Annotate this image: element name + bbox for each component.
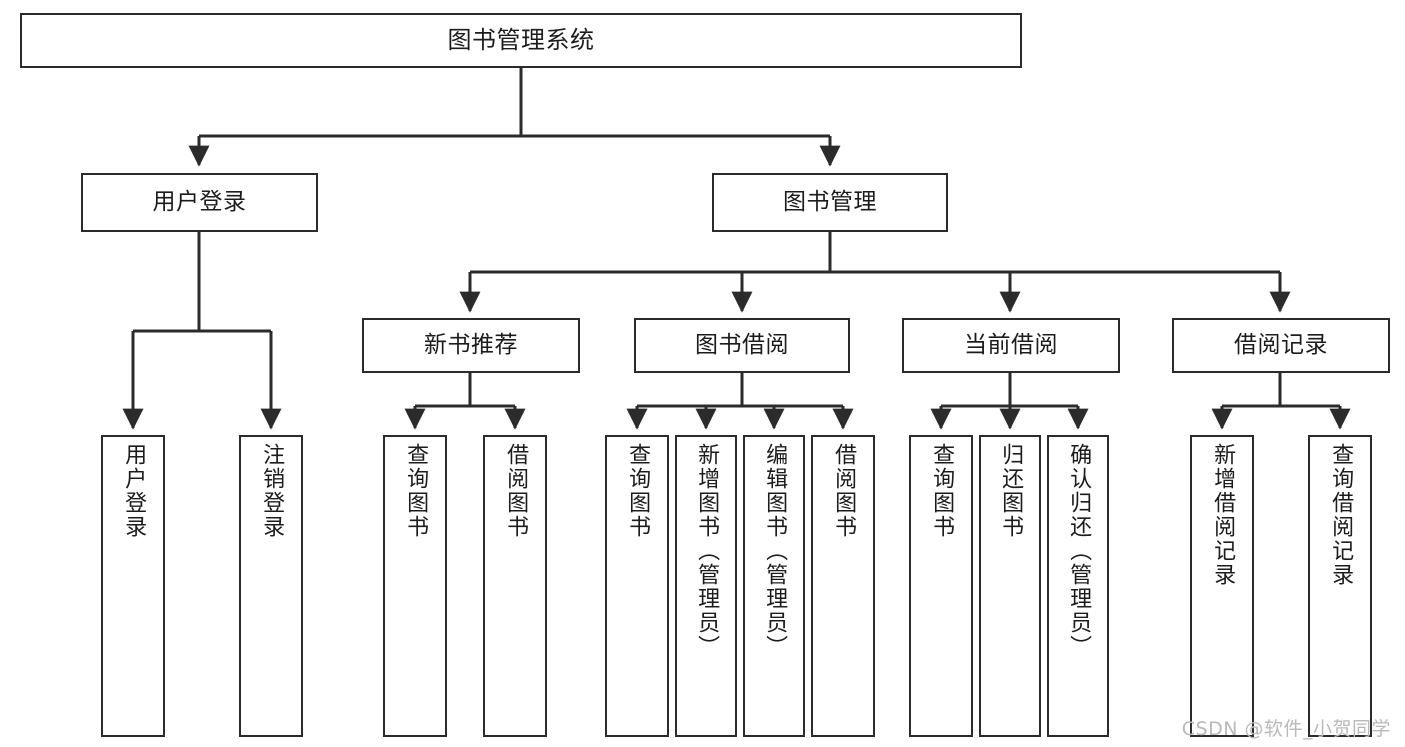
node-leaf-add-book[interactable]: 新增图书（管理员）: [675, 435, 737, 737]
node-book-manage-label: 图书管理: [783, 189, 877, 216]
node-user-login[interactable]: 用户登录: [81, 173, 318, 232]
node-leaf-add-record[interactable]: 新增借阅记录: [1190, 435, 1254, 737]
node-new-book-recommend[interactable]: 新书推荐: [362, 318, 580, 373]
node-leaf-query-book-3-label: 查询图书: [929, 443, 955, 539]
node-leaf-return-book-label: 归还图书: [998, 443, 1024, 539]
node-leaf-query-book-2[interactable]: 查询图书: [605, 435, 669, 737]
node-leaf-query-book-1-label: 查询图书: [403, 443, 429, 539]
node-book-borrow-label: 图书借阅: [695, 332, 789, 359]
csdn-watermark: CSDN @软件_小贺同学: [1181, 718, 1391, 740]
node-leaf-confirm-return[interactable]: 确认归还（管理员）: [1047, 435, 1109, 737]
node-leaf-borrow-book-2-label: 借阅图书: [831, 443, 857, 539]
node-new-book-recommend-label: 新书推荐: [424, 332, 518, 359]
node-leaf-query-book-2-label: 查询图书: [625, 443, 651, 539]
node-leaf-edit-book-label: 编辑图书（管理员）: [762, 443, 788, 659]
node-leaf-borrow-book-1[interactable]: 借阅图书: [483, 435, 547, 737]
node-leaf-query-book-3[interactable]: 查询图书: [909, 435, 973, 737]
node-leaf-user-login[interactable]: 用户登录: [101, 435, 165, 737]
node-borrow-record[interactable]: 借阅记录: [1172, 318, 1390, 373]
node-leaf-borrow-book-1-label: 借阅图书: [503, 443, 529, 539]
node-leaf-user-login-label: 用户登录: [121, 443, 147, 539]
node-root[interactable]: 图书管理系统: [20, 13, 1022, 68]
node-leaf-return-book[interactable]: 归还图书: [979, 435, 1041, 737]
node-borrow-record-label: 借阅记录: [1234, 332, 1328, 359]
node-book-borrow[interactable]: 图书借阅: [634, 318, 850, 373]
node-leaf-borrow-book-2[interactable]: 借阅图书: [811, 435, 875, 737]
node-user-login-label: 用户登录: [152, 189, 247, 216]
node-root-label: 图书管理系统: [447, 25, 595, 54]
node-leaf-confirm-return-label: 确认归还（管理员）: [1066, 443, 1092, 659]
node-current-borrow[interactable]: 当前借阅: [902, 318, 1120, 373]
node-leaf-edit-book[interactable]: 编辑图书（管理员）: [743, 435, 805, 737]
node-current-borrow-label: 当前借阅: [964, 332, 1058, 359]
node-leaf-logout[interactable]: 注销登录: [239, 435, 303, 737]
node-leaf-logout-label: 注销登录: [259, 443, 285, 539]
node-leaf-add-record-label: 新增借阅记录: [1210, 443, 1236, 587]
node-book-manage[interactable]: 图书管理: [712, 173, 948, 232]
node-leaf-query-record-label: 查询借阅记录: [1328, 443, 1354, 587]
node-leaf-query-record[interactable]: 查询借阅记录: [1308, 435, 1372, 737]
node-leaf-add-book-label: 新增图书（管理员）: [694, 443, 720, 659]
node-leaf-query-book-1[interactable]: 查询图书: [383, 435, 447, 737]
